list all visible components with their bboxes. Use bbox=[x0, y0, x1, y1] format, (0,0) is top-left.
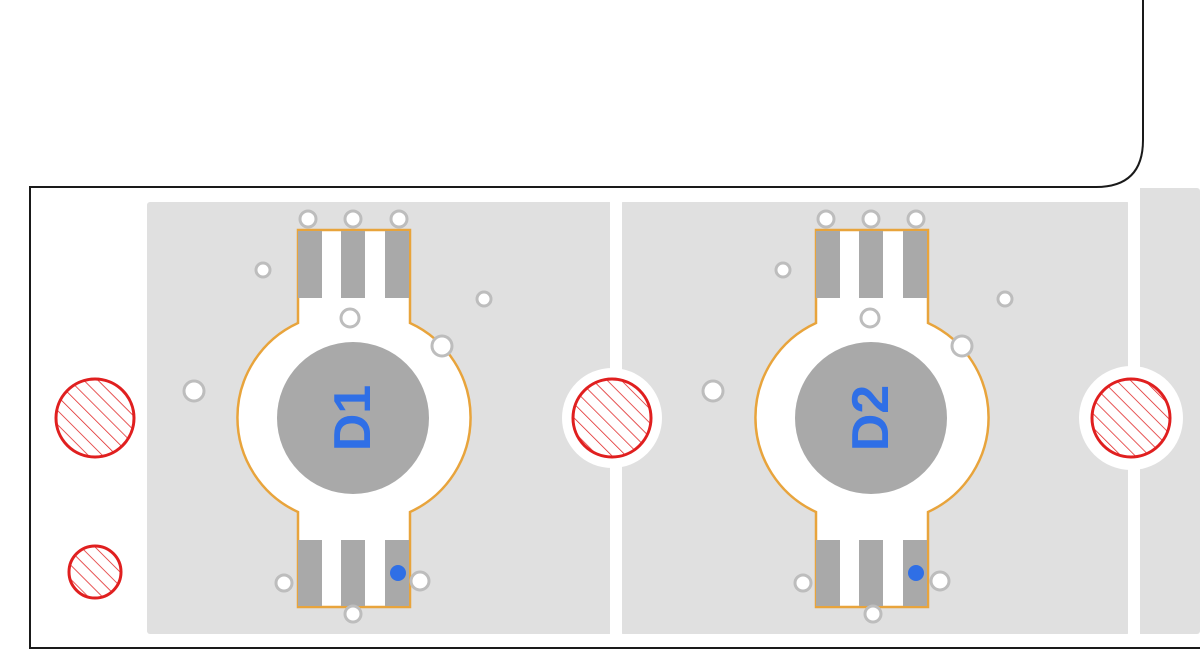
via-ring-icon bbox=[475, 290, 493, 308]
via-ring-icon bbox=[929, 570, 951, 592]
pin1-marker bbox=[908, 565, 924, 581]
hatched-drill-hole-icon bbox=[67, 544, 123, 600]
designator-label: D2 bbox=[842, 385, 900, 451]
via-ring-icon bbox=[409, 570, 431, 592]
via-ring-icon bbox=[298, 209, 318, 229]
via-ring-icon bbox=[816, 209, 836, 229]
pad bbox=[298, 231, 322, 298]
pad bbox=[903, 231, 927, 298]
via-ring-icon bbox=[793, 573, 813, 593]
pad bbox=[385, 231, 409, 298]
led-body bbox=[795, 342, 947, 494]
via-ring-icon bbox=[343, 604, 363, 624]
designator-label: D1 bbox=[324, 385, 382, 451]
via-ring-icon bbox=[906, 209, 926, 229]
via-ring-icon bbox=[859, 307, 881, 329]
pad bbox=[816, 540, 840, 606]
hatched-drill-hole-icon bbox=[1090, 377, 1172, 459]
board-outline bbox=[29, 0, 1200, 649]
vias bbox=[182, 209, 1014, 624]
via-ring-icon bbox=[430, 334, 454, 358]
pad bbox=[341, 540, 365, 606]
pad bbox=[816, 231, 840, 298]
component-d2[interactable]: D2 bbox=[754, 228, 990, 609]
via-ring-icon bbox=[389, 209, 409, 229]
via-ring-icon bbox=[701, 379, 725, 403]
component-d1[interactable]: D1 bbox=[236, 228, 472, 609]
pad bbox=[298, 540, 322, 606]
via-ring-icon bbox=[861, 209, 881, 229]
pin1-marker bbox=[390, 565, 406, 581]
pad bbox=[859, 231, 883, 298]
hatched-drill-hole-icon bbox=[571, 377, 653, 459]
via-ring-icon bbox=[274, 573, 294, 593]
pad bbox=[341, 231, 365, 298]
led-body bbox=[277, 342, 429, 494]
via-ring-icon bbox=[339, 307, 361, 329]
via-ring-icon bbox=[950, 334, 974, 358]
via-ring-icon bbox=[863, 604, 883, 624]
mounting-holes bbox=[54, 377, 1172, 600]
hatched-drill-hole-icon bbox=[54, 377, 136, 459]
via-ring-icon bbox=[774, 261, 792, 279]
via-ring-icon bbox=[343, 209, 363, 229]
via-ring-icon bbox=[254, 261, 272, 279]
via-ring-icon bbox=[996, 290, 1014, 308]
via-ring-icon bbox=[182, 379, 206, 403]
pad bbox=[859, 540, 883, 606]
